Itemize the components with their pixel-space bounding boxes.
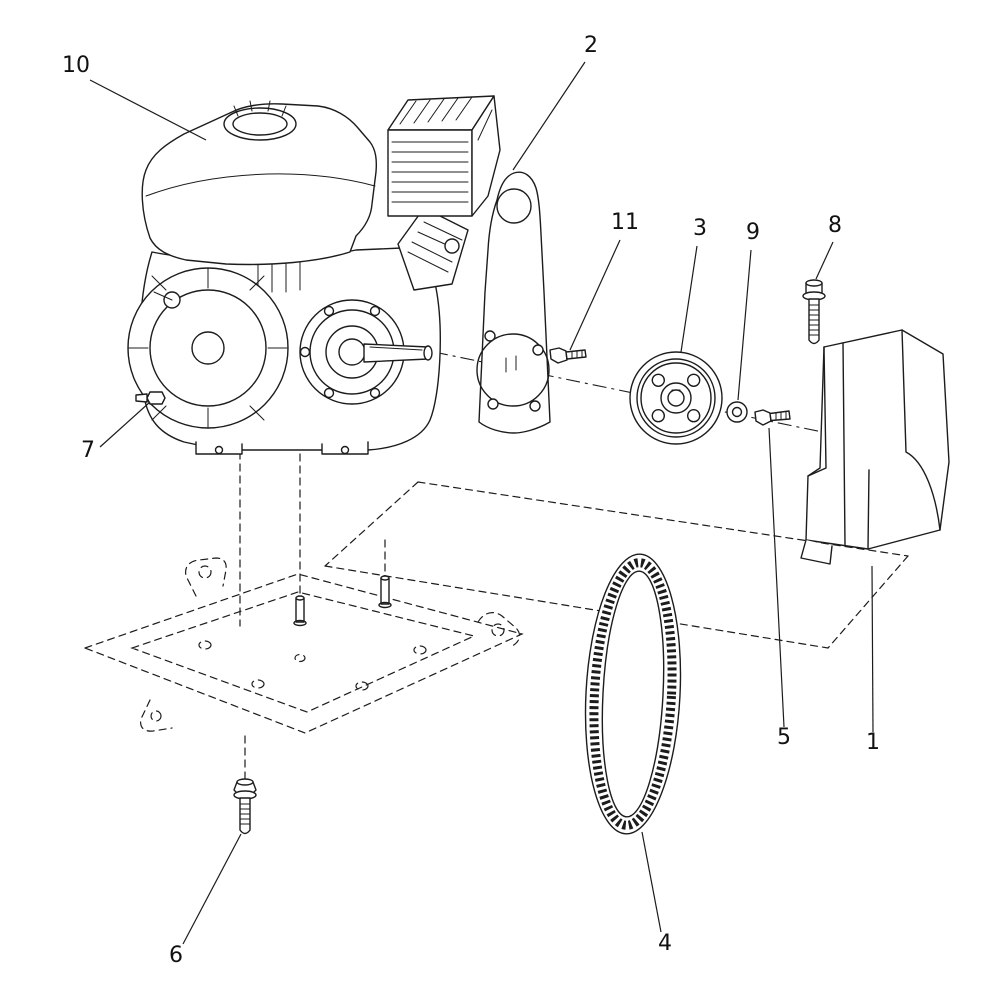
mounting-stud: [293, 595, 307, 627]
callout-label-3: 3: [693, 216, 707, 241]
mount-bracket: [476, 171, 551, 434]
recoil-starter: [127, 267, 289, 429]
fuel-tank: [141, 103, 378, 266]
callout-11: 11: [569, 210, 639, 351]
belt-cover: [800, 329, 950, 565]
leader-line: [680, 245, 698, 353]
callout-8: 8: [815, 213, 842, 280]
leader-line: [768, 427, 785, 728]
callout-3: 3: [680, 216, 707, 353]
callout-10: 10: [62, 53, 207, 141]
leader-line: [871, 565, 874, 733]
leader-line: [641, 831, 662, 933]
leader-line: [512, 61, 586, 171]
leader-line: [569, 239, 621, 351]
fuel-valve: [153, 291, 181, 309]
callout-1: 1: [866, 565, 880, 755]
callouts: 10 2 11 3 9 8 7 1: [62, 33, 880, 968]
engine-bolt-7: [135, 391, 166, 405]
engine-assembly: [127, 95, 501, 455]
callout-label-2: 2: [584, 33, 598, 58]
callout-label-10: 10: [62, 53, 90, 78]
callout-label-9: 9: [746, 220, 760, 245]
leader-line: [99, 401, 151, 448]
mounting-stud: [378, 575, 392, 609]
leader-line: [737, 249, 752, 401]
bolt-6: [233, 778, 257, 835]
leader-line: [815, 241, 834, 280]
callout-7: 7: [81, 401, 151, 463]
callout-6: 6: [169, 833, 242, 968]
callout-2: 2: [512, 33, 598, 171]
callout-4: 4: [641, 831, 672, 956]
bolt-11: [549, 347, 587, 364]
crankshaft: [363, 343, 433, 363]
callout-label-1: 1: [866, 730, 880, 755]
leader-line: [89, 79, 207, 141]
callout-label-5: 5: [777, 725, 791, 750]
callout-label-4: 4: [658, 931, 672, 956]
leader-line: [182, 833, 242, 945]
callout-label-11: 11: [611, 210, 639, 235]
air-filter: [387, 95, 501, 217]
bolt-5: [754, 409, 791, 426]
callout-label-8: 8: [828, 213, 842, 238]
callout-9: 9: [737, 220, 760, 401]
fuel-cap: [223, 100, 297, 141]
base-plate: [83, 557, 524, 734]
callout-5: 5: [768, 427, 791, 750]
callout-label-6: 6: [169, 943, 183, 968]
callout-label-7: 7: [81, 438, 95, 463]
v-belt: [584, 553, 682, 835]
bolt-8: [802, 279, 826, 345]
pulley: [629, 351, 723, 445]
washer: [726, 401, 748, 423]
